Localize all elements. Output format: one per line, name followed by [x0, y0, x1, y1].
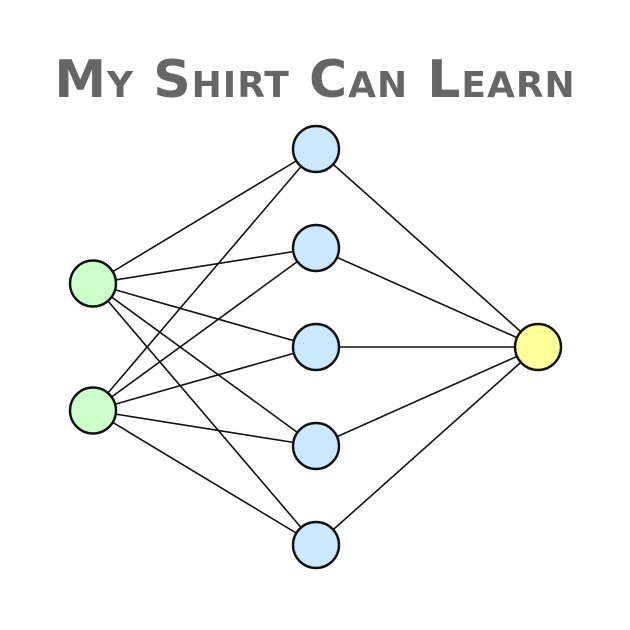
node-layer	[68, 124, 563, 570]
edge-layer	[92, 148, 539, 546]
connection-hidden-2-to-output-1	[315, 247, 539, 348]
connection-input-1-to-hidden-3	[92, 282, 317, 348]
connection-hidden-4-to-output-1	[315, 346, 539, 447]
hidden-node-3	[291, 322, 341, 372]
connection-input-1-to-hidden-1	[92, 148, 317, 285]
connection-input-2-to-hidden-3	[92, 346, 317, 412]
connection-input-1-to-hidden-5	[92, 282, 317, 546]
connection-input-2-to-hidden-1	[92, 148, 317, 412]
connection-input-1-to-hidden-4	[92, 282, 317, 447]
input-node-2	[68, 386, 118, 435]
output-node-1	[513, 322, 563, 372]
hidden-node-4	[291, 421, 341, 471]
hidden-node-5	[291, 520, 341, 570]
connection-input-2-to-hidden-5	[92, 409, 317, 546]
connection-input-2-to-hidden-2	[92, 247, 317, 412]
input-node-1	[68, 259, 118, 308]
hidden-node-2	[291, 223, 341, 273]
connection-hidden-1-to-output-1	[315, 148, 539, 348]
hidden-node-1	[291, 124, 341, 174]
connection-hidden-5-to-output-1	[315, 346, 539, 546]
diagram-title: My Shirt Can Learn	[54, 50, 576, 110]
connection-input-2-to-hidden-4	[92, 409, 317, 447]
connection-input-1-to-hidden-2	[92, 247, 317, 285]
